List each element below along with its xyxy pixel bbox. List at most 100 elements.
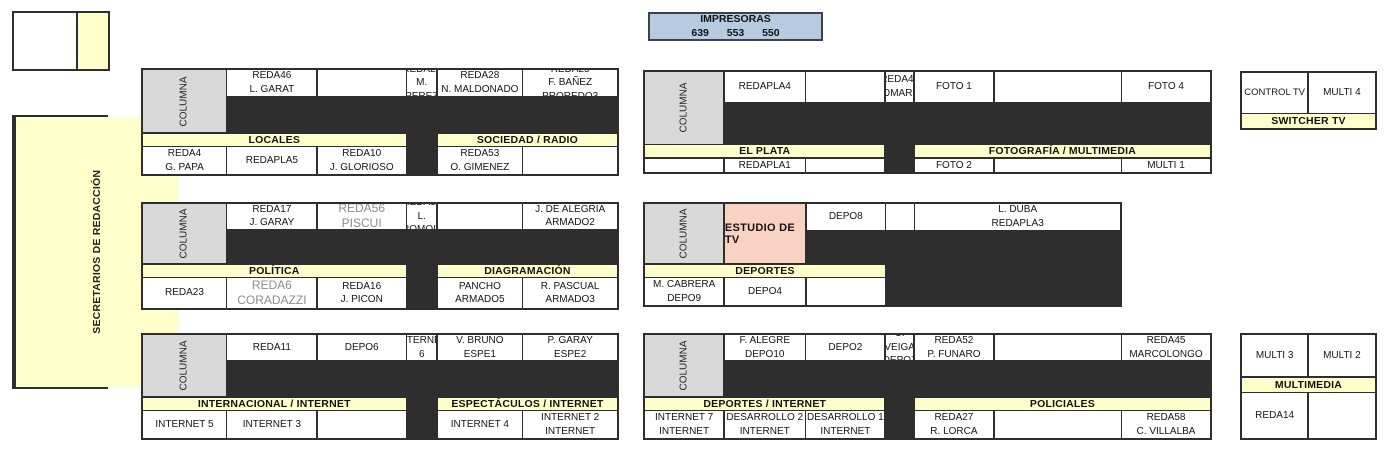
- desk-cell: REDA20M. PEREZ: [407, 70, 437, 96]
- section-header: MULTIMEDIA: [1242, 377, 1375, 392]
- secretarios-label: SECRETARIOS DE REDACCIÓN: [90, 170, 103, 334]
- desk-cell: REDA49LAGOMARSINO: [885, 72, 914, 102]
- section-header: EL PLATA: [645, 145, 885, 157]
- desk-cell: MULTI 2: [1308, 335, 1375, 377]
- desk-cell: REDA33L. ROMOLI: [407, 204, 437, 229]
- block-internacional-espectaculos: REDA11 DEPO6 INTERNET 6 COLUMNA V. BRUNO…: [141, 333, 619, 440]
- columna-label: COLUMNA: [178, 340, 190, 391]
- section-header: FOTOGRAFÍA / MULTIMEDIA: [914, 145, 1210, 157]
- section-header: ESPECTÁCULOS / INTERNET: [437, 397, 617, 410]
- section-header: POLÍTICA: [143, 264, 406, 277]
- block-elplata-fotografia: REDAPLA4 REDA49LAGOMARSINO COLUMNA FOTO …: [643, 70, 1212, 174]
- desk-cell: C. VEIGADEPO7: [885, 335, 914, 361]
- section-header: SWITCHER TV: [1242, 114, 1375, 128]
- desk-cell: REDA11: [227, 335, 317, 361]
- empty-yellow-cell: [77, 13, 108, 69]
- block-multimedia: MULTI 3 MULTI 2 MULTIMEDIA REDA14: [1240, 333, 1377, 440]
- desk-cell: REDA14: [1242, 393, 1308, 438]
- secretarios-structure: REDA 15D. GOMÉZ SECRETARIOS DE REDACCIÓN…: [12, 115, 180, 389]
- section-header: LOCALES: [143, 133, 406, 146]
- desk-cell: [994, 411, 1121, 438]
- desk-cell: MULTI 3: [1242, 335, 1308, 377]
- desk-cell: INTERNET 4: [437, 411, 522, 438]
- desk-cell: INTERNET 6: [407, 335, 437, 361]
- desk-cell: [1308, 393, 1375, 438]
- columna-strip: COLUMNA: [645, 72, 724, 144]
- columna-strip: COLUMNA: [143, 70, 226, 132]
- desk-cell: REDA25F. BAÑEZPROREDO3: [523, 70, 617, 96]
- desk-cell: DEPO6: [317, 335, 406, 361]
- topleft-box: [12, 11, 110, 71]
- desk-cell: [645, 158, 724, 172]
- desk-cell: REDA23: [143, 278, 226, 308]
- section-header: DEPORTES / INTERNET: [645, 397, 885, 410]
- impresoras-numbers: 639 553 550: [691, 26, 780, 39]
- desk-cell: REDAPLA1: [724, 158, 805, 172]
- desk-cell: INTERNET 3: [227, 411, 317, 438]
- desk-cell: [886, 204, 914, 230]
- desk-cell: DEPO8: [806, 204, 885, 230]
- columna-label: COLUMNA: [678, 208, 690, 259]
- desk-cell: [994, 72, 1121, 102]
- desk-cell: [523, 147, 617, 174]
- section-header: POLICIALES: [914, 397, 1210, 410]
- desk-cell: DEPO2: [806, 335, 885, 361]
- desk-cell: CONTROL TV: [1242, 73, 1308, 113]
- columna-strip: COLUMNA: [143, 204, 226, 263]
- desk-cell: REDAPLA5: [227, 147, 317, 174]
- columna-label: COLUMNA: [178, 208, 190, 259]
- desk-cell: [317, 70, 406, 96]
- desk-cell: FOTO 2: [914, 158, 993, 172]
- desk-cell: [994, 158, 1121, 172]
- desk-cell: [437, 204, 522, 229]
- desk-cell: FOTO 1: [914, 72, 993, 102]
- columna-label: COLUMNA: [178, 75, 190, 127]
- columna-strip: COLUMNA: [143, 335, 226, 396]
- columna-strip: COLUMNA: [645, 335, 724, 396]
- impresoras-box: IMPRESORAS 639 553 550: [648, 12, 823, 41]
- desk-cell: [317, 411, 406, 438]
- section-header: DIAGRAMACIÓN: [437, 264, 617, 277]
- desk-cell: MULTI 4: [1308, 73, 1375, 113]
- section-header: INTERNACIONAL / INTERNET: [143, 397, 406, 410]
- columna-label: COLUMNA: [678, 82, 690, 133]
- section-header: DEPORTES: [645, 264, 885, 277]
- desk-cell: [806, 72, 885, 102]
- desk-cell: [806, 158, 885, 172]
- desk-cell: [994, 335, 1121, 361]
- desk-cell: [806, 278, 885, 305]
- desk-cell: DEPO4: [724, 278, 806, 305]
- desk-cell: MULTI 1: [1122, 158, 1210, 172]
- section-header: SOCIEDAD / RADIO: [437, 133, 617, 146]
- columna-label: COLUMNA: [678, 340, 690, 391]
- estudio-tv-box: ESTUDIO DE TV: [724, 204, 806, 263]
- desk-cell: FOTO 4: [1122, 72, 1210, 102]
